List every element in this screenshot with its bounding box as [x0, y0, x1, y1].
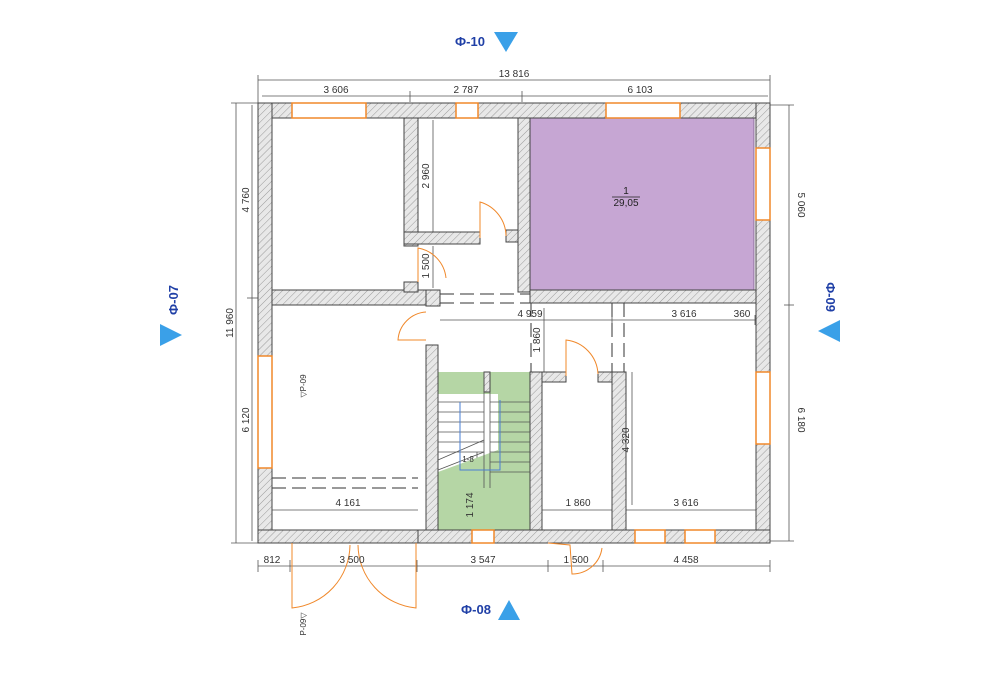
- door-back: [547, 542, 603, 575]
- room-number: 1: [623, 186, 629, 197]
- windows: [257, 102, 771, 544]
- elevation-marker-bottom[interactable]: Ф-08: [461, 600, 520, 620]
- elevation-label-bottom: Ф-08: [461, 602, 491, 617]
- window-top-mid: [455, 102, 479, 119]
- interior-dim-4: 4 320: [621, 427, 632, 452]
- corridor-dim-2: 3 616: [671, 309, 696, 320]
- triangle-right-icon: [160, 324, 182, 346]
- overall-width-dim: 13 816: [499, 69, 530, 80]
- lower-width-2: 1 860: [565, 498, 590, 509]
- lower-width-3: 3 616: [673, 498, 698, 509]
- bottom-seg-5: 4 458: [673, 555, 698, 566]
- door-bath: [479, 201, 507, 238]
- left-seg-2: 6 120: [241, 407, 252, 432]
- interior-dim-3: 1 860: [532, 327, 543, 352]
- doors: [291, 201, 603, 609]
- left-seg-1: 4 760: [241, 187, 252, 212]
- top-seg-3: 6 103: [627, 85, 652, 96]
- window-top-right: [605, 102, 681, 119]
- door-front-left: [291, 543, 351, 609]
- bottom-seg-2: 3 500: [339, 555, 364, 566]
- lower-width-1: 4 161: [335, 498, 360, 509]
- interior-dim-5: 1 174: [465, 492, 476, 517]
- right-seg-2: 6 180: [795, 407, 806, 432]
- stair: [437, 372, 530, 488]
- door-storage: [565, 339, 599, 376]
- elevation-label-right: Ф-09: [823, 282, 838, 312]
- top-seg-2: 2 787: [453, 85, 478, 96]
- stair-label: 1-8: [462, 455, 474, 464]
- corridor-dim-3: 360: [734, 309, 751, 320]
- window-top-left: [291, 102, 367, 119]
- section-mark-upper: ▽Р-09: [299, 374, 308, 398]
- bottom-seg-4: 1 500: [563, 555, 588, 566]
- triangle-up-icon: [498, 600, 520, 620]
- bottom-seg-1: 812: [264, 555, 281, 566]
- dimension-lines: [231, 75, 794, 572]
- section-mark-lower: Р-09▽: [299, 612, 308, 636]
- door-hall: [417, 247, 447, 282]
- door-front-right: [357, 543, 417, 609]
- interior-dim-2: 1 500: [421, 253, 432, 278]
- window-right-lower: [755, 371, 771, 445]
- elevation-label-top: Ф-10: [455, 34, 485, 49]
- window-right-upper: [755, 147, 771, 221]
- top-seg-1: 3 606: [323, 85, 348, 96]
- room-area: 29,05: [613, 198, 638, 209]
- elevation-marker-left[interactable]: Ф-07: [160, 285, 182, 346]
- triangle-left-icon: [818, 320, 840, 342]
- window-bottom-right: [684, 529, 716, 544]
- elevation-marker-top[interactable]: Ф-10: [455, 32, 518, 52]
- interior-dim-1: 2 960: [421, 163, 432, 188]
- bottom-seg-3: 3 547: [470, 555, 495, 566]
- triangle-down-icon: [494, 32, 518, 52]
- room-1-highlight[interactable]: [529, 117, 755, 291]
- right-seg-1: 5 060: [795, 192, 806, 217]
- elevation-label-left: Ф-07: [166, 285, 181, 315]
- corridor-dim-1: 4 959: [517, 309, 542, 320]
- window-bottom-stair: [471, 529, 495, 544]
- door-living: [397, 311, 427, 341]
- overall-height-dim: 11 960: [225, 308, 236, 338]
- elevation-marker-right[interactable]: Ф-09: [818, 282, 840, 342]
- window-bottom-left: [634, 529, 666, 544]
- window-left: [257, 355, 273, 469]
